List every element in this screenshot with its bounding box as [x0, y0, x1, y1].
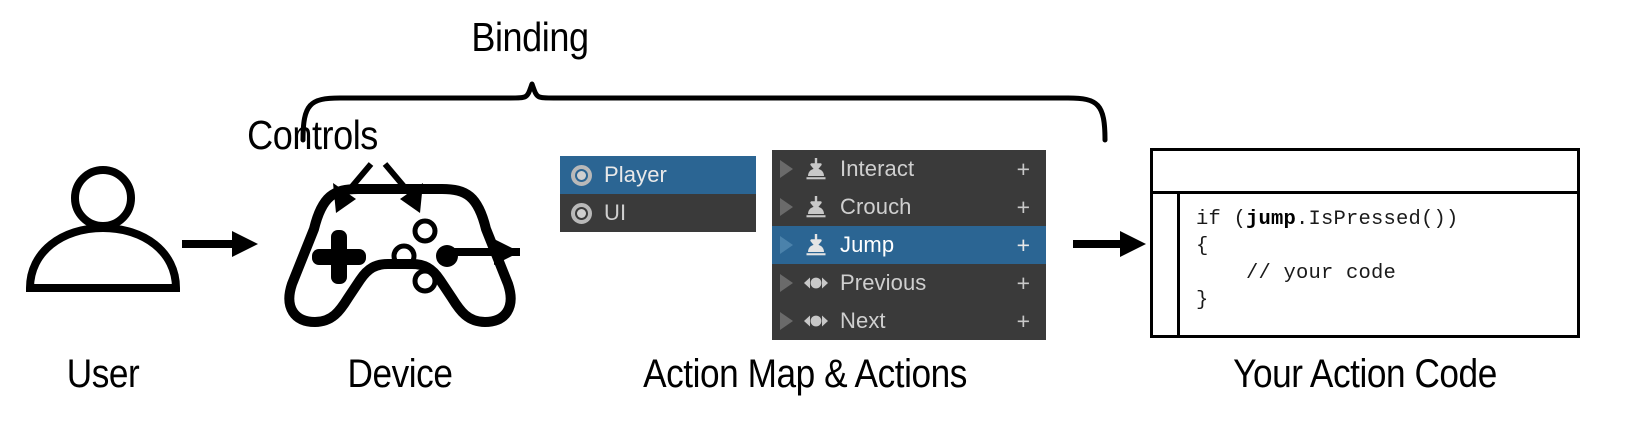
action-row-previous[interactable]: Previous +	[772, 264, 1046, 302]
action-row-crouch[interactable]: Crouch +	[772, 188, 1046, 226]
gamepad-icon	[284, 184, 516, 327]
button-bottom	[412, 268, 438, 294]
arrow-user-to-device	[182, 231, 258, 257]
binding-brace	[300, 81, 1108, 143]
action-row-label: Jump	[840, 232, 895, 257]
caption-code: Your Action Code	[1233, 352, 1497, 396]
add-binding-button[interactable]: +	[1016, 269, 1030, 296]
action-map-item-player[interactable]: Player	[560, 156, 756, 194]
arrow-actions-to-code	[1073, 231, 1146, 257]
add-binding-button[interactable]: +	[1016, 307, 1030, 334]
chevron-right-icon[interactable]	[780, 312, 793, 330]
caption-device: Device	[347, 352, 453, 396]
button-action-icon	[806, 196, 826, 218]
chevron-right-icon[interactable]	[780, 274, 793, 292]
add-binding-button[interactable]: +	[1016, 193, 1030, 220]
add-binding-button[interactable]: +	[1016, 231, 1030, 258]
action-row-next[interactable]: Next +	[772, 302, 1046, 340]
add-binding-button[interactable]: +	[1016, 155, 1030, 182]
actions-panel[interactable]: Interact + Crouch + Jump +	[772, 150, 1046, 340]
action-row-label: Next	[840, 308, 886, 333]
chevron-right-icon[interactable]	[780, 236, 793, 254]
binding-label: Binding	[471, 14, 589, 60]
action-map-panel[interactable]: Player UI	[560, 156, 756, 232]
button-action-icon	[806, 234, 826, 256]
action-map-item-ui[interactable]: UI	[560, 194, 756, 232]
arrow-controls-right	[382, 162, 423, 213]
button-action-icon	[806, 158, 826, 180]
caption-action-map: Action Map & Actions	[643, 352, 967, 396]
controls-label: Controls	[247, 112, 378, 158]
action-row-jump[interactable]: Jump +	[772, 226, 1046, 264]
axis-action-icon	[804, 315, 828, 327]
action-map-item-label: UI	[604, 200, 627, 225]
action-map-item-label: Player	[604, 162, 667, 187]
code-panel-titlebar	[1153, 151, 1577, 194]
code-panel: if (jump.IsPressed()) { // your code }	[1150, 148, 1580, 338]
chevron-right-icon[interactable]	[780, 160, 793, 178]
code-panel-body: if (jump.IsPressed()) { // your code }	[1153, 194, 1577, 335]
gamepad-face-buttons	[391, 218, 458, 294]
button-right-filled	[436, 245, 458, 267]
button-left	[391, 243, 417, 269]
code-text[interactable]: if (jump.IsPressed()) { // your code }	[1196, 208, 1459, 312]
button-top	[412, 218, 438, 244]
action-row-interact[interactable]: Interact +	[772, 150, 1046, 188]
arrow-device-to-actions	[450, 239, 520, 265]
axis-action-icon	[804, 277, 828, 289]
person-icon	[25, 166, 181, 292]
action-row-label: Interact	[840, 156, 915, 181]
dpad-icon	[312, 230, 366, 284]
chevron-right-icon[interactable]	[780, 198, 793, 216]
action-map-donut-icon	[571, 164, 592, 186]
action-row-label: Crouch	[840, 194, 912, 219]
arrow-controls-left	[333, 162, 374, 213]
action-map-donut-icon	[571, 202, 592, 224]
action-row-label: Previous	[840, 270, 927, 295]
code-gutter	[1153, 194, 1180, 335]
caption-user: User	[66, 352, 140, 396]
